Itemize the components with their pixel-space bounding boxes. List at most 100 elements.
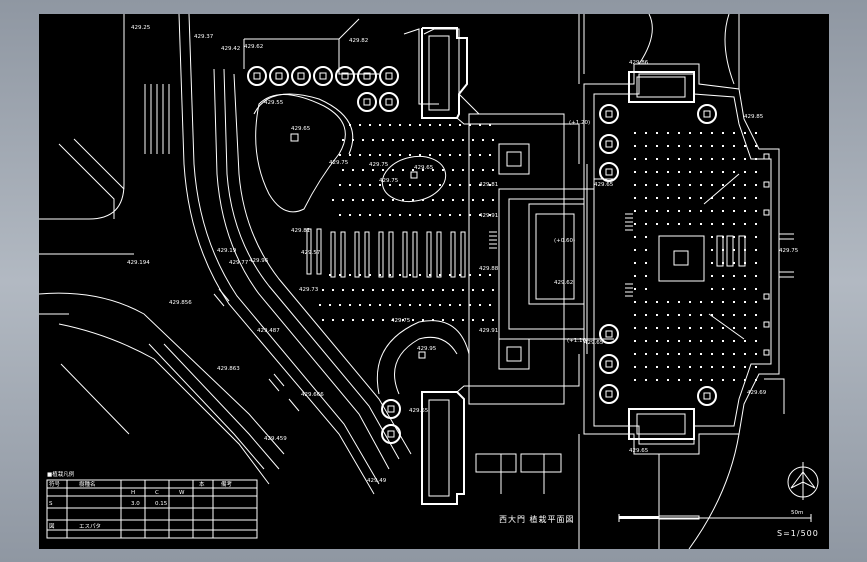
paving-dot (479, 214, 481, 216)
elevation-label: 429.88 (479, 266, 499, 272)
paving-dot (349, 154, 351, 156)
paving-dot (422, 199, 424, 201)
paving-dot (645, 275, 647, 277)
paving-dot (442, 139, 444, 141)
paving-dot (469, 184, 471, 186)
planting-beds (253, 93, 470, 395)
paving-dot (744, 249, 746, 251)
paving-dot (492, 169, 494, 171)
tree-icon (599, 104, 619, 124)
paving-dot (409, 274, 411, 276)
paving-dot (402, 319, 404, 321)
paving-dot (492, 319, 494, 321)
legend-header: C (155, 490, 159, 496)
paving-dot (389, 274, 391, 276)
elevation-label: 429.65 (409, 408, 429, 414)
elevation-label: 429.459 (264, 436, 287, 442)
paving-dot (733, 301, 735, 303)
paving-dot (645, 314, 647, 316)
paving-dot (656, 171, 658, 173)
paving-dot (634, 249, 636, 251)
elevation-label: 429.77 (229, 260, 249, 266)
paving-dot (667, 158, 669, 160)
paving-dot (689, 327, 691, 329)
paving-dot (349, 124, 351, 126)
walkway-hatch (144, 84, 300, 412)
legend-header: H (131, 490, 135, 496)
paving-dot (744, 353, 746, 355)
paving-dot (482, 289, 484, 291)
paving-dot (469, 274, 471, 276)
gate-stairs (489, 213, 633, 297)
paving-dot (678, 340, 680, 342)
paving-dot (472, 169, 474, 171)
paving-dot (689, 210, 691, 212)
paving-dot (439, 214, 441, 216)
paving-dot (755, 171, 757, 173)
paving-dot (409, 124, 411, 126)
paving-dot (492, 199, 494, 201)
paving-dot (722, 353, 724, 355)
paving-dot (733, 223, 735, 225)
paving-dot (656, 223, 658, 225)
paving-dot (678, 366, 680, 368)
paving-dot (667, 132, 669, 134)
paving-dot (462, 319, 464, 321)
paving-dot (449, 214, 451, 216)
paving-dot (656, 132, 658, 134)
paving-dot (392, 289, 394, 291)
paving-dot (722, 340, 724, 342)
paving-dot (755, 301, 757, 303)
paving-dot (412, 319, 414, 321)
paving-dot (755, 249, 757, 251)
paving-dot (700, 197, 702, 199)
paving-dot (489, 274, 491, 276)
paving-dot (722, 132, 724, 134)
paving-dot (389, 214, 391, 216)
paving-dot (733, 275, 735, 277)
paving-dot (479, 154, 481, 156)
paving-dot (700, 340, 702, 342)
paving-dot (755, 275, 757, 277)
tree-icon (357, 92, 377, 112)
paving-dot (449, 154, 451, 156)
paving-dot (722, 171, 724, 173)
elevation-label: 429.95 (417, 346, 437, 352)
elevation-label: 429.856 (169, 300, 192, 306)
paving-dot (645, 366, 647, 368)
paving-dot (469, 304, 471, 306)
paving-dot (489, 184, 491, 186)
paving-dot (678, 171, 680, 173)
paving-dot (329, 274, 331, 276)
paving-dot (755, 379, 757, 381)
legend-cell-sym: 図 (49, 523, 55, 530)
tree-icon (381, 399, 401, 419)
paving-dot (432, 169, 434, 171)
paving-dot (332, 289, 334, 291)
paving-dot (342, 169, 344, 171)
paving-dot (689, 132, 691, 134)
paving-dot (332, 319, 334, 321)
elevation-label: 429.62 (244, 44, 263, 50)
paving-dot (656, 210, 658, 212)
paving-dot (349, 274, 351, 276)
elevation-label: (+1.10) (567, 338, 588, 344)
paving-dot (744, 197, 746, 199)
paving-dot (755, 223, 757, 225)
paving-dot (755, 288, 757, 290)
paving-dot (722, 288, 724, 290)
elevation-label: 429.75 (369, 162, 389, 168)
tree-icon (335, 66, 355, 86)
tree-icon (599, 134, 619, 154)
paving-dot (432, 139, 434, 141)
paving-dot (422, 289, 424, 291)
elevation-label: 429.666 (301, 392, 324, 398)
elevation-label: 429.85 (744, 114, 764, 120)
paving-dot (399, 184, 401, 186)
elevation-label: 429.65 (584, 340, 604, 346)
legend-cell-c: 0.15 (155, 501, 168, 507)
paving-dot (656, 145, 658, 147)
paving-dot (711, 132, 713, 134)
paving-dot (722, 158, 724, 160)
paving-dot (379, 274, 381, 276)
